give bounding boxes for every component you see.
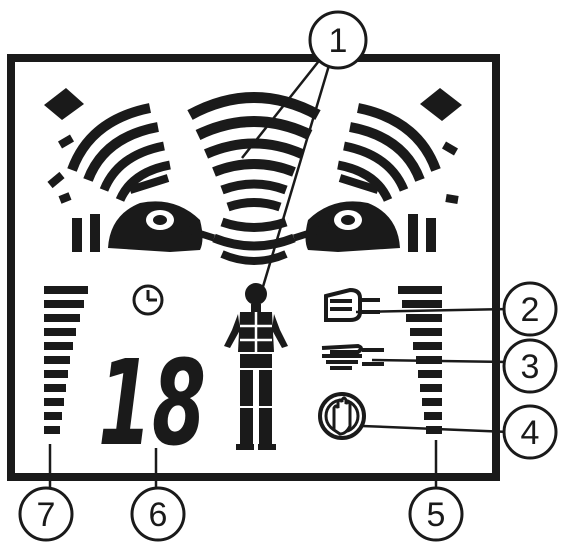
svg-text:2: 2 (521, 291, 540, 329)
left-pad-icon (72, 178, 214, 252)
callout-4: 4 (504, 406, 556, 458)
open-hand-icon (322, 346, 384, 368)
intensity-bar-left (44, 286, 88, 434)
right-diamond-icon (420, 88, 462, 121)
svg-text:7: 7 (37, 496, 56, 534)
right-rays (444, 145, 458, 200)
fist-hand-icon (326, 290, 380, 320)
svg-text:3: 3 (521, 348, 540, 386)
timer-clock-icon (134, 286, 162, 314)
seven-segment-display: 18 (98, 334, 206, 472)
svg-text:1: 1 (329, 22, 348, 60)
body-figure-icon (224, 283, 288, 450)
callout-1: 1 (310, 12, 366, 68)
callout-7: 7 (20, 488, 72, 540)
callout-6: 6 (132, 488, 184, 540)
right-pad-icon (294, 178, 436, 252)
callout-3: 3 (504, 340, 556, 392)
svg-text:4: 4 (521, 414, 540, 452)
left-diamond-icon (44, 88, 84, 120)
stop-hand-icon (320, 394, 364, 438)
segment-digits: 18 (98, 334, 206, 472)
callout-2: 2 (504, 283, 556, 335)
callout-5: 5 (410, 488, 462, 540)
svg-text:5: 5 (427, 496, 446, 534)
svg-text:6: 6 (149, 496, 168, 534)
